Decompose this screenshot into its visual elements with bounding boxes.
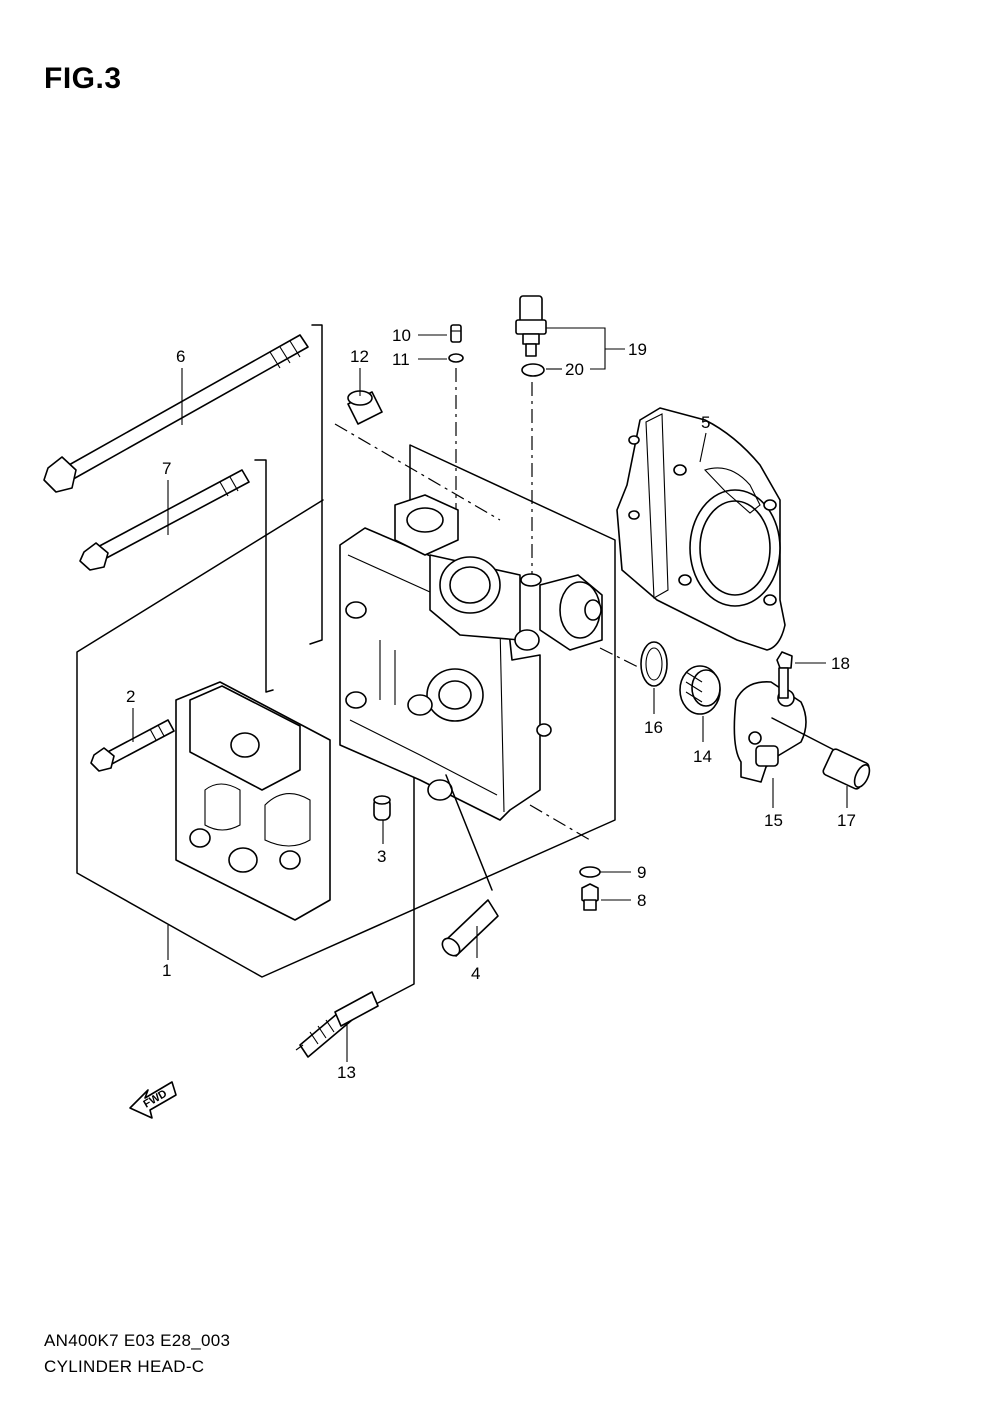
callout-11: 11 xyxy=(392,350,410,369)
part-11-washer xyxy=(448,353,464,363)
part-9-washer xyxy=(579,866,601,878)
part-7-bolt xyxy=(79,469,250,571)
part-8-bolt xyxy=(581,883,599,911)
part-17-fitting xyxy=(771,717,871,790)
part-16-o-ring-inner xyxy=(645,647,663,681)
callout-1: 1 xyxy=(162,961,171,980)
part-20-o-ring xyxy=(521,363,545,377)
callout-6: 6 xyxy=(176,347,185,366)
assembly-outline xyxy=(76,444,616,978)
bolt-6-bracket xyxy=(309,324,323,645)
part-15-thermostat-case xyxy=(733,681,807,783)
leader-lines xyxy=(132,327,848,1062)
part-14-thermostat xyxy=(679,665,721,715)
callout-15: 15 xyxy=(764,811,783,830)
callout-4: 4 xyxy=(471,964,480,983)
part-13-spark-plug xyxy=(295,991,379,1058)
part-3-dowel xyxy=(373,795,391,821)
callout-5: 5 xyxy=(701,413,710,432)
part-10-screw xyxy=(450,324,462,343)
part-6-long-bolt xyxy=(43,334,309,493)
callout-12: 12 xyxy=(350,347,369,366)
callout-13: 13 xyxy=(337,1063,356,1082)
callout-17: 17 xyxy=(837,811,856,830)
callout-19: 19 xyxy=(628,340,647,359)
figure-title: FIG.3 xyxy=(44,62,122,95)
callout-16: 16 xyxy=(644,718,663,737)
part-2-bolt xyxy=(90,719,175,772)
figure-code: AN400K7 E03 E28_003 xyxy=(44,1331,231,1350)
part-19-sensor xyxy=(515,295,547,357)
bolt-7-bracket xyxy=(254,459,274,693)
fwd-arrow-icon: FWD xyxy=(129,1081,177,1119)
cylinder-head-body xyxy=(339,494,603,821)
callout-14: 14 xyxy=(693,747,712,766)
dowel-12-axis xyxy=(334,423,501,521)
bolt-8-axis xyxy=(529,804,591,841)
callout-9: 9 xyxy=(637,863,646,882)
callout-18: 18 xyxy=(831,654,850,673)
callout-3: 3 xyxy=(377,847,386,866)
part-1-cam-holder xyxy=(175,681,331,921)
callout-2: 2 xyxy=(126,687,135,706)
thermostat-axis xyxy=(599,647,641,669)
part-16-o-ring xyxy=(640,641,668,687)
callout-7: 7 xyxy=(162,459,171,478)
callout-8: 8 xyxy=(637,891,646,910)
callout-20: 20 xyxy=(565,360,584,379)
callout-labels: 1 2 3 4 5 6 7 8 9 10 11 12 13 14 15 16 1… xyxy=(126,326,856,1082)
part-4-tube xyxy=(441,774,499,957)
part-5-head-gasket xyxy=(616,407,786,651)
callout-10: 10 xyxy=(392,326,411,345)
part-12-dowel xyxy=(347,390,383,425)
part-18-bolt xyxy=(776,651,793,699)
figure-name: CYLINDER HEAD-C xyxy=(44,1357,205,1376)
